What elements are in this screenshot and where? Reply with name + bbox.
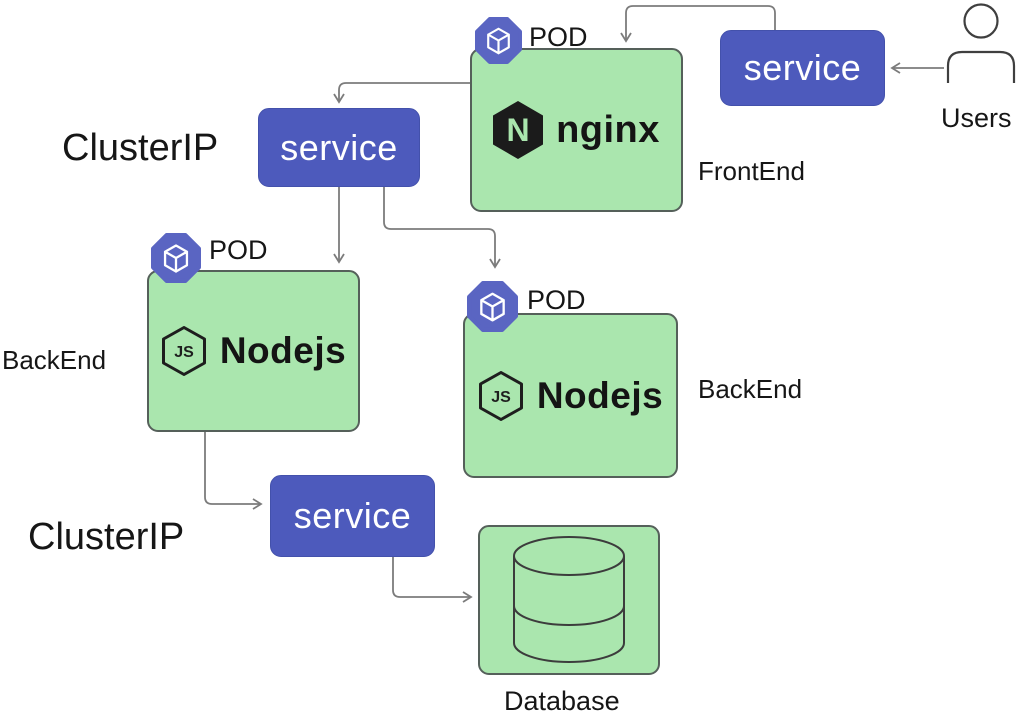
frontend-clusterip-service-box: service [258, 108, 420, 187]
frontend-role-label: FrontEnd [698, 156, 805, 186]
database-cylinder-icon [511, 535, 627, 665]
pod-label-frontend: POD [529, 22, 588, 52]
backend-pod-box-right: JS Nodejs [463, 313, 678, 478]
arrow-clusterip-service2-to-database [392, 557, 473, 603]
external-service-box: service [720, 30, 885, 106]
pod-label-backend-right: POD [527, 285, 586, 315]
backend-app-name-right: Nodejs [536, 374, 664, 416]
nodejs-logo-letters-right: JS [491, 389, 511, 406]
arrow-frontend-pod-to-clusterip-service [333, 82, 470, 104]
pod-icon-backend-right [467, 281, 518, 332]
frontend-pod-box: N nginx [470, 48, 683, 212]
database-label: Database [504, 686, 620, 716]
nodejs-logo-letters-left: JS [174, 344, 194, 361]
nodejs-logo-icon-right: JS [478, 370, 524, 421]
backend-pod-box-left: JS Nodejs [147, 270, 360, 432]
backend-role-label-left: BackEnd [2, 345, 107, 375]
nodejs-logo-icon-left: JS [161, 326, 207, 376]
database-box [478, 525, 660, 675]
users-label: Users [941, 103, 1012, 133]
frontend-app-name: nginx [556, 108, 660, 151]
nginx-logo-icon: N [493, 101, 544, 159]
pod-icon-backend-left [151, 233, 201, 283]
arrow-backend-left-to-clusterip-service2 [204, 432, 263, 510]
users-icon [935, 0, 1023, 88]
clusterip-label-bottom: ClusterIP [28, 516, 185, 558]
backend-role-label-right: BackEnd [698, 374, 803, 404]
pod-icon-frontend [475, 17, 522, 64]
backend-clusterip-service-box: service [270, 475, 435, 557]
nginx-logo-letter: N [507, 112, 530, 148]
backend-clusterip-service-label: service [293, 495, 412, 536]
backend-app-name-left: Nodejs [219, 330, 347, 371]
clusterip-label-top: ClusterIP [62, 127, 219, 169]
frontend-clusterip-service-label: service [280, 126, 398, 168]
pod-label-backend-left: POD [209, 235, 268, 265]
external-service-label: service [743, 47, 862, 88]
